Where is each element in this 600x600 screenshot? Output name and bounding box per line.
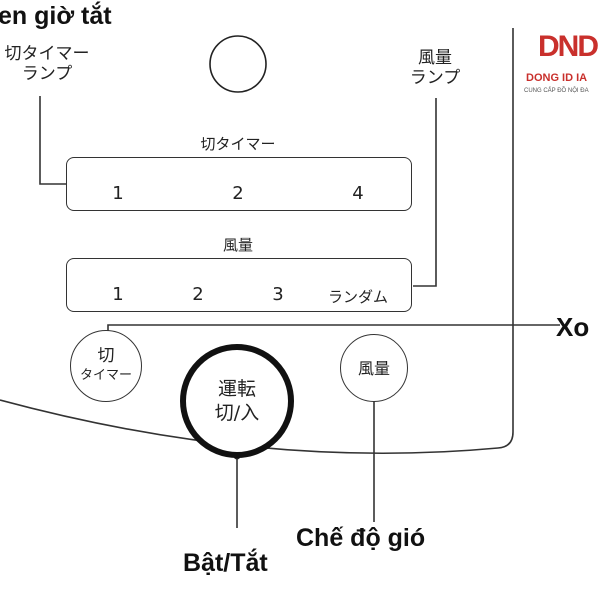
timer-tick-4: 4 — [352, 183, 364, 204]
wind-mode-label: Chế độ gió — [296, 524, 426, 552]
timer-lamp-label-line1: 切タイマー — [4, 44, 90, 64]
wind-tick-1: 1 — [112, 284, 124, 305]
timer-off-title: en giờ tắt — [0, 2, 112, 30]
timer-panel-title: 切タイマー — [200, 135, 276, 153]
wind-button-label: 風量 — [357, 358, 390, 378]
logo-tagline: CUNG CẤP ĐỒ NỘI ĐA — [524, 88, 589, 94]
timer-tick-2: 2 — [232, 183, 244, 204]
wind-lamp-label: 風量 ランプ — [395, 48, 475, 88]
timer-panel — [66, 157, 412, 211]
wind-lamp-leader — [413, 98, 437, 287]
power-button-line2: 切/入 — [214, 402, 260, 424]
timer-lamp-label-line2: ランプ — [21, 64, 73, 84]
timer-tick-1: 1 — [112, 183, 124, 204]
logo-mark: DND — [538, 30, 599, 63]
top-indicator-circle — [209, 35, 267, 93]
wind-panel — [66, 258, 412, 312]
oscillation-leader — [107, 324, 560, 342]
timer-lamp-label: 切タイマー ランプ — [0, 44, 102, 84]
brand-logo: DND DONG ID IA CUNG CẤP ĐỒ NỘI ĐA — [520, 18, 600, 108]
timer-lamp-leader — [39, 96, 66, 185]
logo-brand: DONG ID IA — [526, 72, 588, 84]
power-label: Bật/Tắt — [183, 549, 268, 577]
wind-tick-random: ランダム — [327, 288, 388, 306]
wind-button[interactable]: 風量 — [340, 334, 408, 402]
wind-tick-2: 2 — [192, 284, 204, 305]
power-button-line1: 運転 — [217, 378, 256, 400]
timer-button[interactable]: 切 タイマー — [70, 330, 142, 402]
wind-panel-title: 風量 — [222, 236, 253, 254]
timer-button-line1: 切 — [97, 346, 115, 366]
wind-lamp-label-line2: ランプ — [409, 68, 461, 88]
wind-lamp-label-line1: 風量 — [418, 48, 452, 68]
timer-button-line2: タイマー — [79, 368, 132, 383]
wind-tick-3: 3 — [272, 284, 284, 305]
oscillation-label: Xo — [556, 312, 590, 342]
power-button[interactable]: 運転 切/入 — [180, 344, 294, 458]
